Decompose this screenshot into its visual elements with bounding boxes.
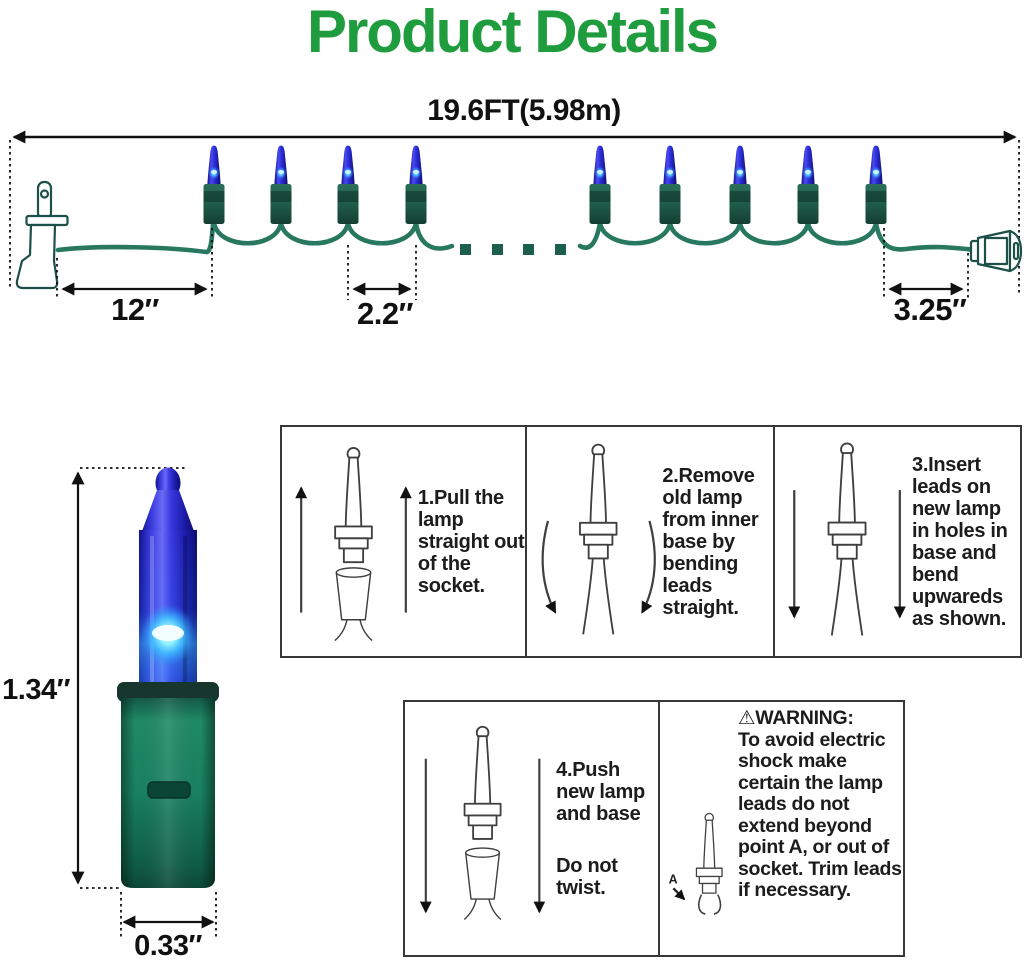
step2-text: 2.Remove old lamp from inner base by ben… <box>662 464 759 619</box>
step4-text: 4.Push new lamp and base Do not twist. <box>556 759 658 899</box>
bulb-width-label: 0.33″ <box>134 930 202 962</box>
page-title: Product Details <box>306 0 719 65</box>
end-spacing-label: 3.25″ <box>893 292 967 327</box>
sub-dimensions <box>56 228 969 300</box>
total-length-label: 19.6FT(5.98m) <box>427 94 621 127</box>
mini-bulb-icon <box>589 145 611 224</box>
step2-panel: 2.Remove old lamp from inner base by ben… <box>527 425 775 658</box>
mini-bulb-icon <box>270 145 292 224</box>
mini-bulb-icon <box>203 145 225 224</box>
string-wire <box>55 220 979 255</box>
mini-bulb-icon <box>865 145 887 224</box>
lead-spacing-label: 12″ <box>111 292 159 327</box>
warning-icon: ⚠ <box>738 707 756 729</box>
string-lights-illustration <box>9 130 1023 300</box>
step3-figure-icon <box>788 441 906 636</box>
bulb-closeup-illustration <box>71 467 219 938</box>
warning-title: WARNING: <box>755 707 854 729</box>
ellipsis-dots-icon <box>460 244 566 255</box>
mini-bulb-icon <box>405 145 427 224</box>
warning-body: To avoid electric shock make certain the… <box>738 728 902 901</box>
step4-text-line2: Do not twist. <box>556 854 618 899</box>
mini-bulbs <box>203 145 887 224</box>
total-length-dimension <box>9 130 1020 293</box>
mini-bulb-icon <box>797 145 819 224</box>
step4-figure-icon <box>419 725 546 920</box>
mini-bulb-icon <box>659 145 681 224</box>
power-plug-icon <box>15 180 69 290</box>
warning-panel: A ⚠WARNING: To avoid electric shock make… <box>660 700 905 957</box>
mini-bulb-icon <box>729 145 751 224</box>
step1-text: 1.Pull the lamp straight out of the sock… <box>417 486 525 597</box>
warning-figure-icon: A <box>669 812 723 915</box>
step3-text: 3.Insert leads on new lamp in holes in b… <box>912 453 1008 630</box>
step4-panel: 4.Push new lamp and base Do not twist. <box>403 700 660 957</box>
bulb-glass <box>139 467 197 688</box>
bulb-spacing-label: 2.2″ <box>357 296 413 331</box>
step4-text-line1: 4.Push new lamp and base <box>556 758 645 825</box>
end-connector-icon <box>969 229 1023 273</box>
bulb-width-dimension <box>120 892 217 938</box>
step1-figure-icon <box>295 446 412 641</box>
step2-figure-icon <box>541 443 656 635</box>
mini-bulb-icon <box>337 145 359 224</box>
step3-panel: 3.Insert leads on new lamp in holes in b… <box>775 425 1022 658</box>
bulb-base <box>117 682 219 888</box>
bulb-height-label: 1.34″ <box>2 674 70 706</box>
step1-panel: 1.Pull the lamp straight out of the sock… <box>280 425 527 658</box>
warning-text-block: ⚠WARNING: To avoid electric shock make c… <box>738 707 902 902</box>
point-a-label: A <box>669 873 678 887</box>
